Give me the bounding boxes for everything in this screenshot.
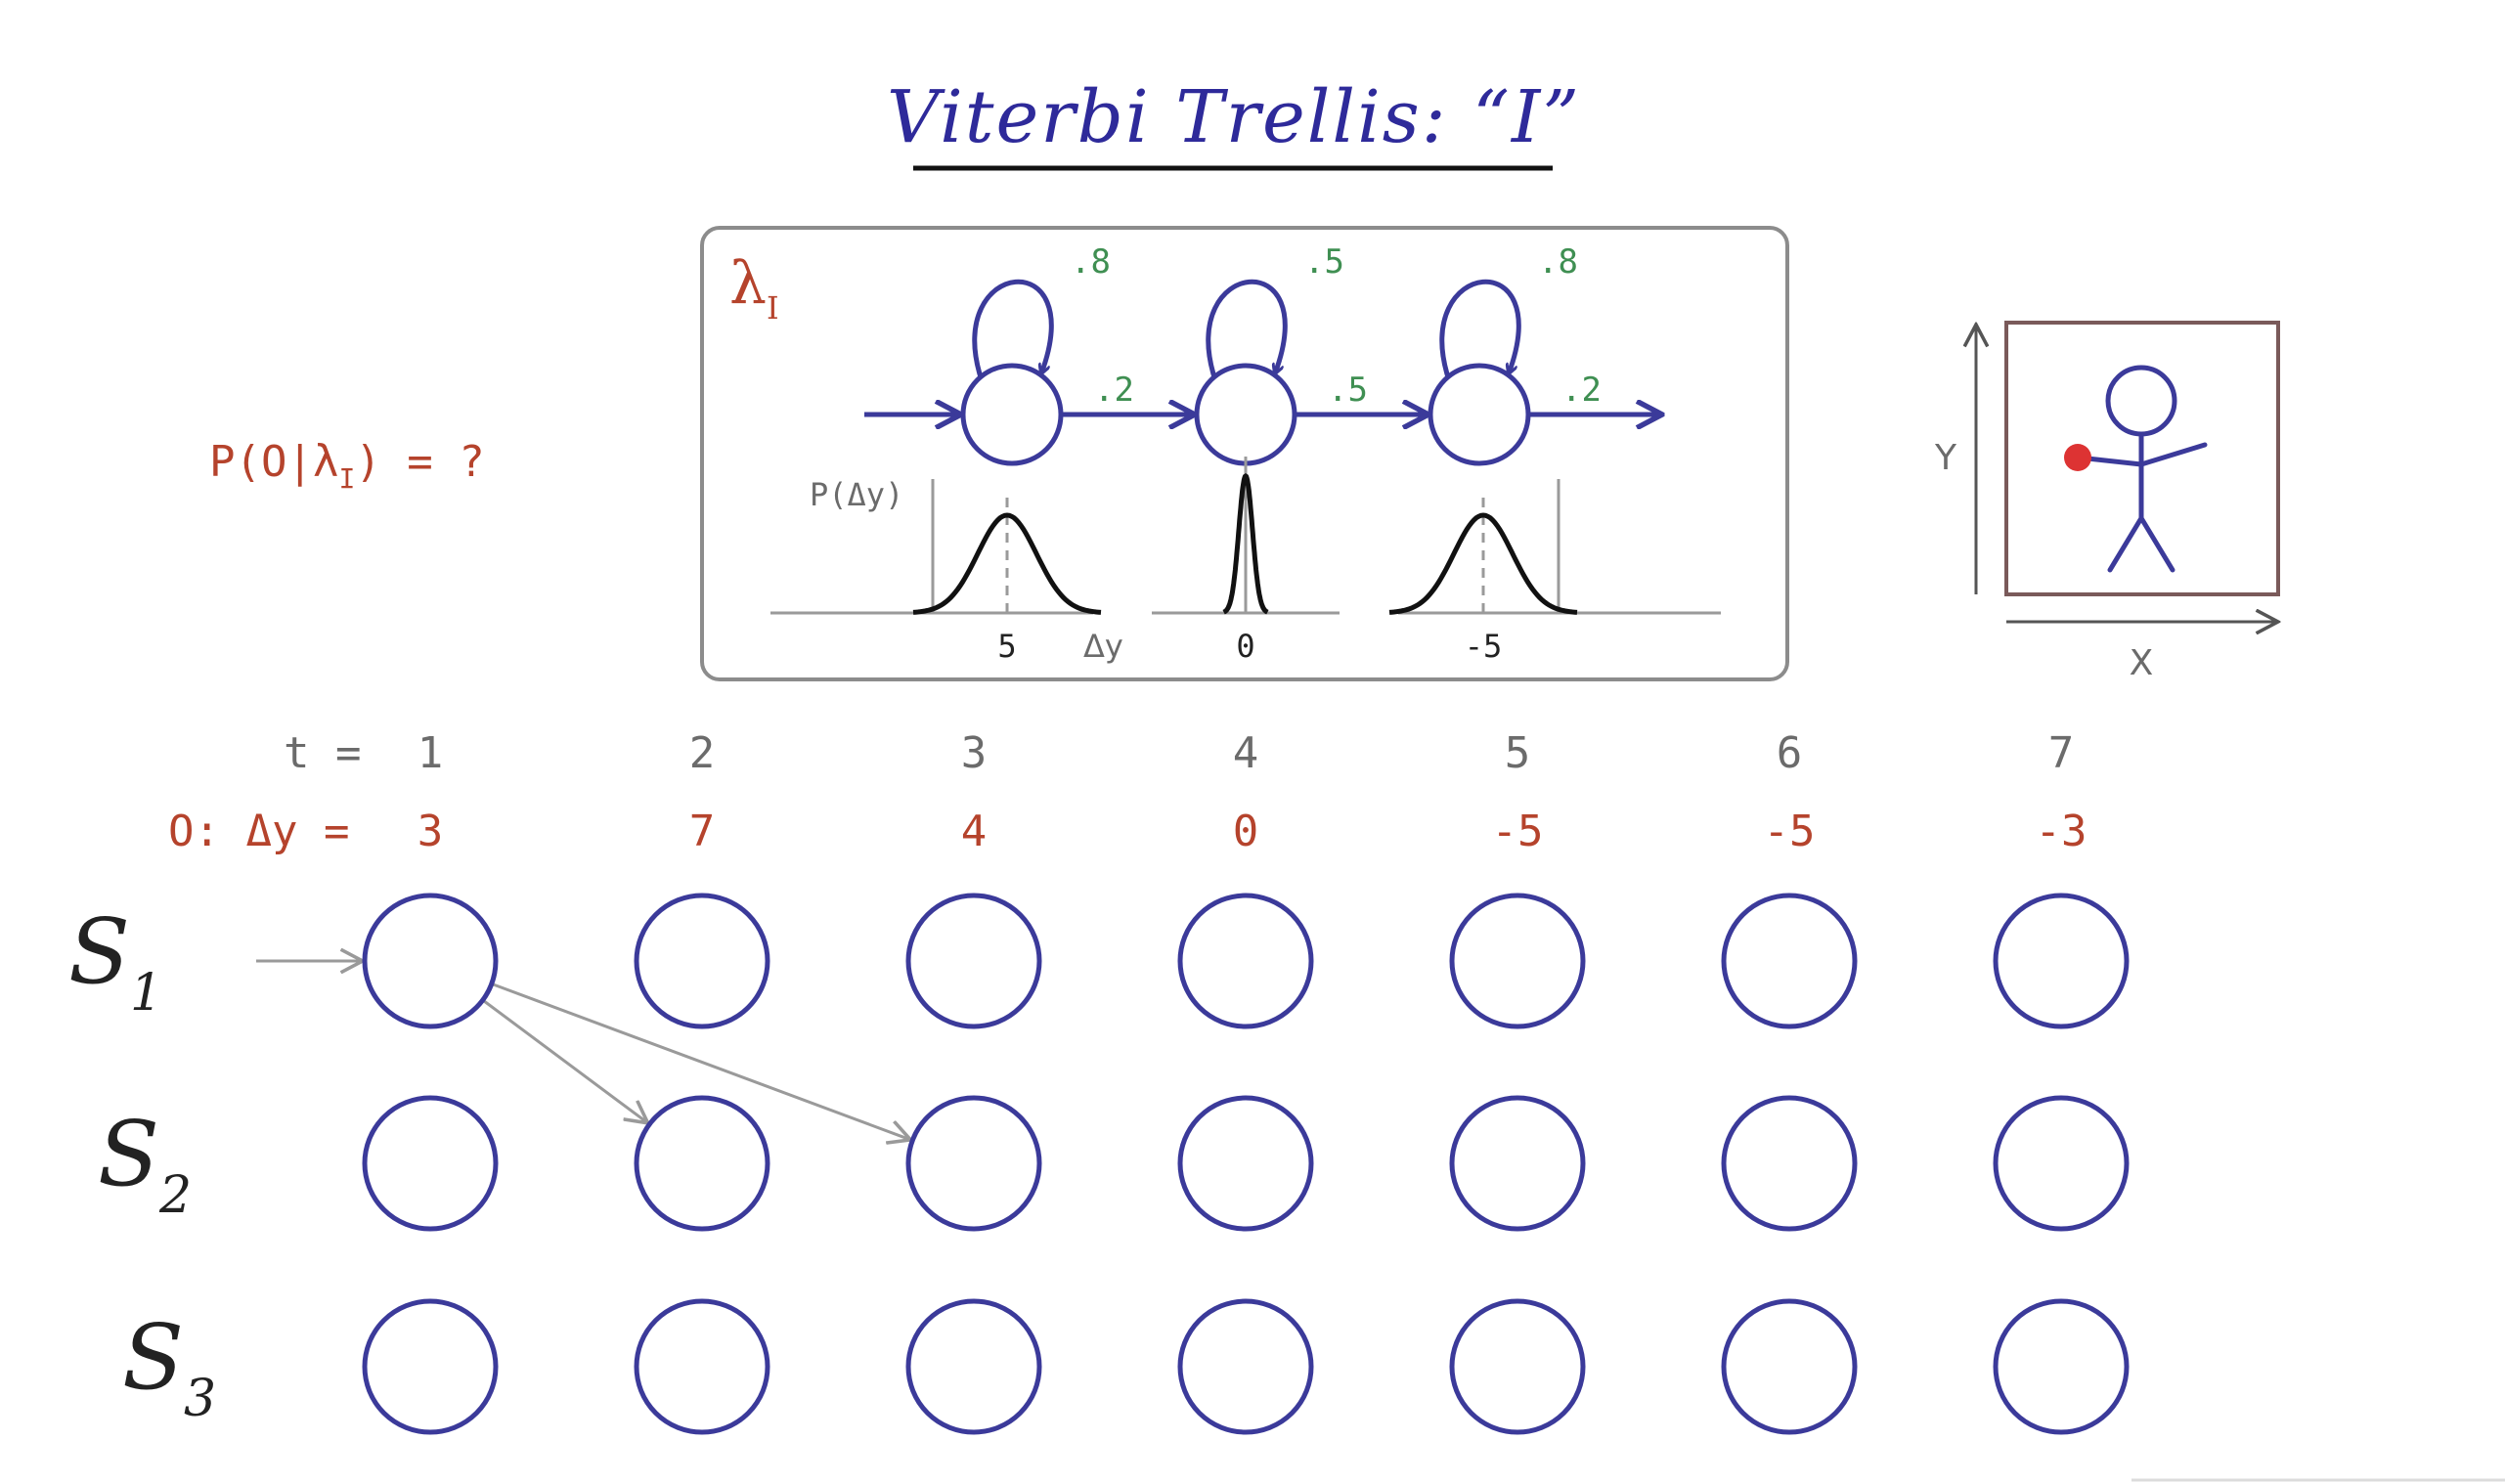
- gaussian-curve: [912, 512, 1102, 615]
- gesture-figure-panel: Y X: [1934, 321, 2280, 683]
- trellis-node: [1177, 1298, 1314, 1435]
- trellis-node: [905, 893, 1042, 1029]
- time-index: 1: [418, 728, 444, 778]
- observation-value: -5: [1764, 807, 1816, 856]
- time-index: 2: [689, 728, 716, 778]
- t-label: t =: [284, 728, 361, 778]
- transition-prob: .2: [1094, 371, 1134, 410]
- hand-marker-icon: [2064, 444, 2091, 471]
- trellis-node: [1449, 893, 1586, 1029]
- trellis-node: [905, 1095, 1042, 1232]
- trellis-arrows: [256, 961, 910, 1140]
- self-loop-arrow: [1439, 279, 1521, 378]
- model-state: [1194, 363, 1297, 466]
- model-state: [960, 363, 1064, 466]
- state-label-s3: S3: [122, 1305, 216, 1428]
- trellis-transition-arrow: [491, 982, 911, 1140]
- time-index: 3: [961, 728, 988, 778]
- mean-label: 5: [997, 628, 1016, 665]
- y-axis-label: Y: [1934, 438, 1957, 478]
- figure-frame: [2004, 321, 2280, 596]
- self-transition-prob: .8: [1071, 242, 1111, 282]
- trellis-node: [1721, 893, 1858, 1029]
- hmm-model-panel: λI .8 .2 .5 .5 .8 .2 P(Δy) 5 0 -5 Δy: [700, 226, 1789, 681]
- x-axis-label: X: [2130, 643, 2154, 683]
- mean-label: -5: [1465, 628, 1503, 665]
- self-loop-arrow: [972, 279, 1054, 378]
- trellis-node: [362, 1298, 499, 1435]
- transition-prob: .2: [1561, 371, 1602, 410]
- observation-value: 0: [1233, 807, 1259, 856]
- trellis-node: [905, 1298, 1042, 1435]
- model-states: .8 .2 .5 .5 .8 .2: [864, 242, 1662, 466]
- state-label-s2: S2: [98, 1102, 192, 1225]
- observation-value: 4: [961, 807, 988, 856]
- title: Viterbi Trellis: “I”: [887, 75, 1581, 171]
- trellis-node: [1177, 1095, 1314, 1232]
- observation-value: 7: [689, 807, 716, 856]
- trellis-node: [634, 1298, 770, 1435]
- state-label-s1: S1: [68, 899, 162, 1023]
- page-title: Viterbi Trellis: “I”: [887, 75, 1581, 159]
- trellis-node: [1993, 893, 2130, 1029]
- observation-value: 3: [418, 807, 444, 856]
- model-lambda-label: λI: [729, 249, 779, 327]
- density-label: P(Δy): [810, 476, 903, 513]
- trellis-node: [362, 893, 499, 1029]
- emission-densities: P(Δy) 5 0 -5 Δy: [770, 457, 1721, 665]
- probability-question: P(O|λI) = ?: [209, 437, 485, 495]
- model-frame: [700, 226, 1789, 681]
- observation-value: -5: [1492, 807, 1544, 856]
- trellis-nodes: [362, 893, 2130, 1435]
- time-index: 5: [1505, 728, 1531, 778]
- trellis-node: [1449, 1095, 1586, 1232]
- time-index: 4: [1233, 728, 1259, 778]
- time-index: 6: [1777, 728, 1803, 778]
- trellis-node: [1993, 1298, 2130, 1435]
- trellis-transition-arrow: [481, 998, 648, 1123]
- model-state: [1428, 363, 1531, 466]
- gaussian-curve: [1222, 472, 1269, 615]
- observation-label: O: Δy =: [168, 807, 349, 856]
- trellis-node: [1449, 1298, 1586, 1435]
- trellis-node: [634, 893, 770, 1029]
- stick-figure-icon: [2076, 365, 2208, 573]
- self-transition-prob: .8: [1538, 242, 1578, 282]
- trellis-node: [1721, 1298, 1858, 1435]
- trellis-header: t = O: Δy = 1 2 3 4 5 6 7 3 7 4 0 -5 -5 -3: [168, 728, 2087, 856]
- self-transition-prob: .5: [1304, 242, 1344, 282]
- gaussian-curve: [1388, 512, 1578, 615]
- self-loop-arrow: [1206, 279, 1288, 378]
- mean-label: 0: [1236, 628, 1254, 665]
- trellis-node: [362, 1095, 499, 1232]
- delta-y-axis-label: Δy: [1083, 628, 1123, 665]
- trellis-node: [1177, 893, 1314, 1029]
- trellis-node: [1721, 1095, 1858, 1232]
- observation-value: -3: [2036, 807, 2088, 856]
- time-index: 7: [2048, 728, 2075, 778]
- trellis-node: [634, 1095, 770, 1232]
- trellis-node: [1993, 1095, 2130, 1232]
- transition-prob: .5: [1328, 371, 1368, 410]
